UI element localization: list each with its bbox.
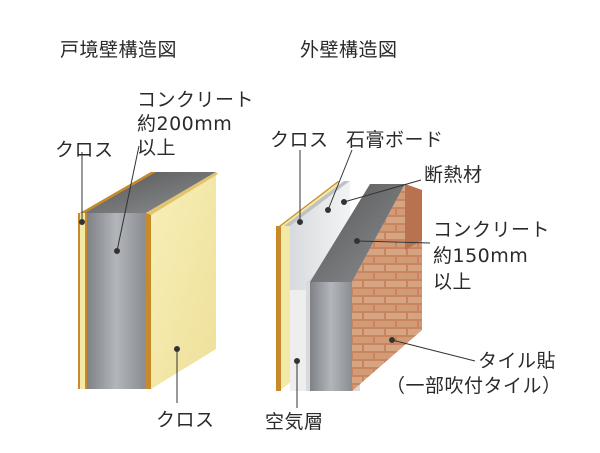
exterior-concrete-label-2: 約150mm [433, 245, 529, 267]
exterior-concrete-top [310, 184, 405, 282]
exterior-tile-label-1: タイル貼 [478, 350, 557, 372]
leader-lines [79, 145, 476, 408]
party-wall-concrete [87, 213, 145, 389]
exterior-concrete-face [310, 282, 352, 391]
party-wall-cloth-bottom-label: クロス [156, 409, 215, 431]
party-wall-top [80, 172, 216, 213]
exterior-concrete-label-3: 以上 [433, 271, 473, 293]
exterior-tile-label-2: （一部吹付タイル） [386, 375, 562, 397]
exterior-concrete-label-1: コンクリート [433, 219, 551, 241]
party-wall-concrete-label-1: コンクリート [137, 89, 255, 111]
party-wall-top-cloth-left [80, 172, 156, 213]
exterior-air-layer-label: 空気層 [265, 411, 324, 433]
party-wall-cloth-left-label: クロス [55, 139, 114, 161]
exterior-wall-title: 外壁構造図 [300, 39, 398, 61]
exterior-insulation-label: 断熱材 [424, 164, 483, 186]
exterior-gypsum-label: 石膏ボード [346, 129, 444, 151]
party-wall-concrete-label-3: 以上 [137, 137, 177, 159]
exterior-air-layer [290, 290, 306, 391]
party-wall-concrete-label-2: 約200mm [137, 113, 233, 135]
exterior-cloth-label: クロス [270, 129, 329, 151]
party-wall-title: 戸境壁構造図 [60, 39, 178, 61]
party-wall [78, 172, 218, 389]
exterior-tile-front [352, 240, 422, 391]
party-wall-cloth-side [151, 172, 216, 389]
